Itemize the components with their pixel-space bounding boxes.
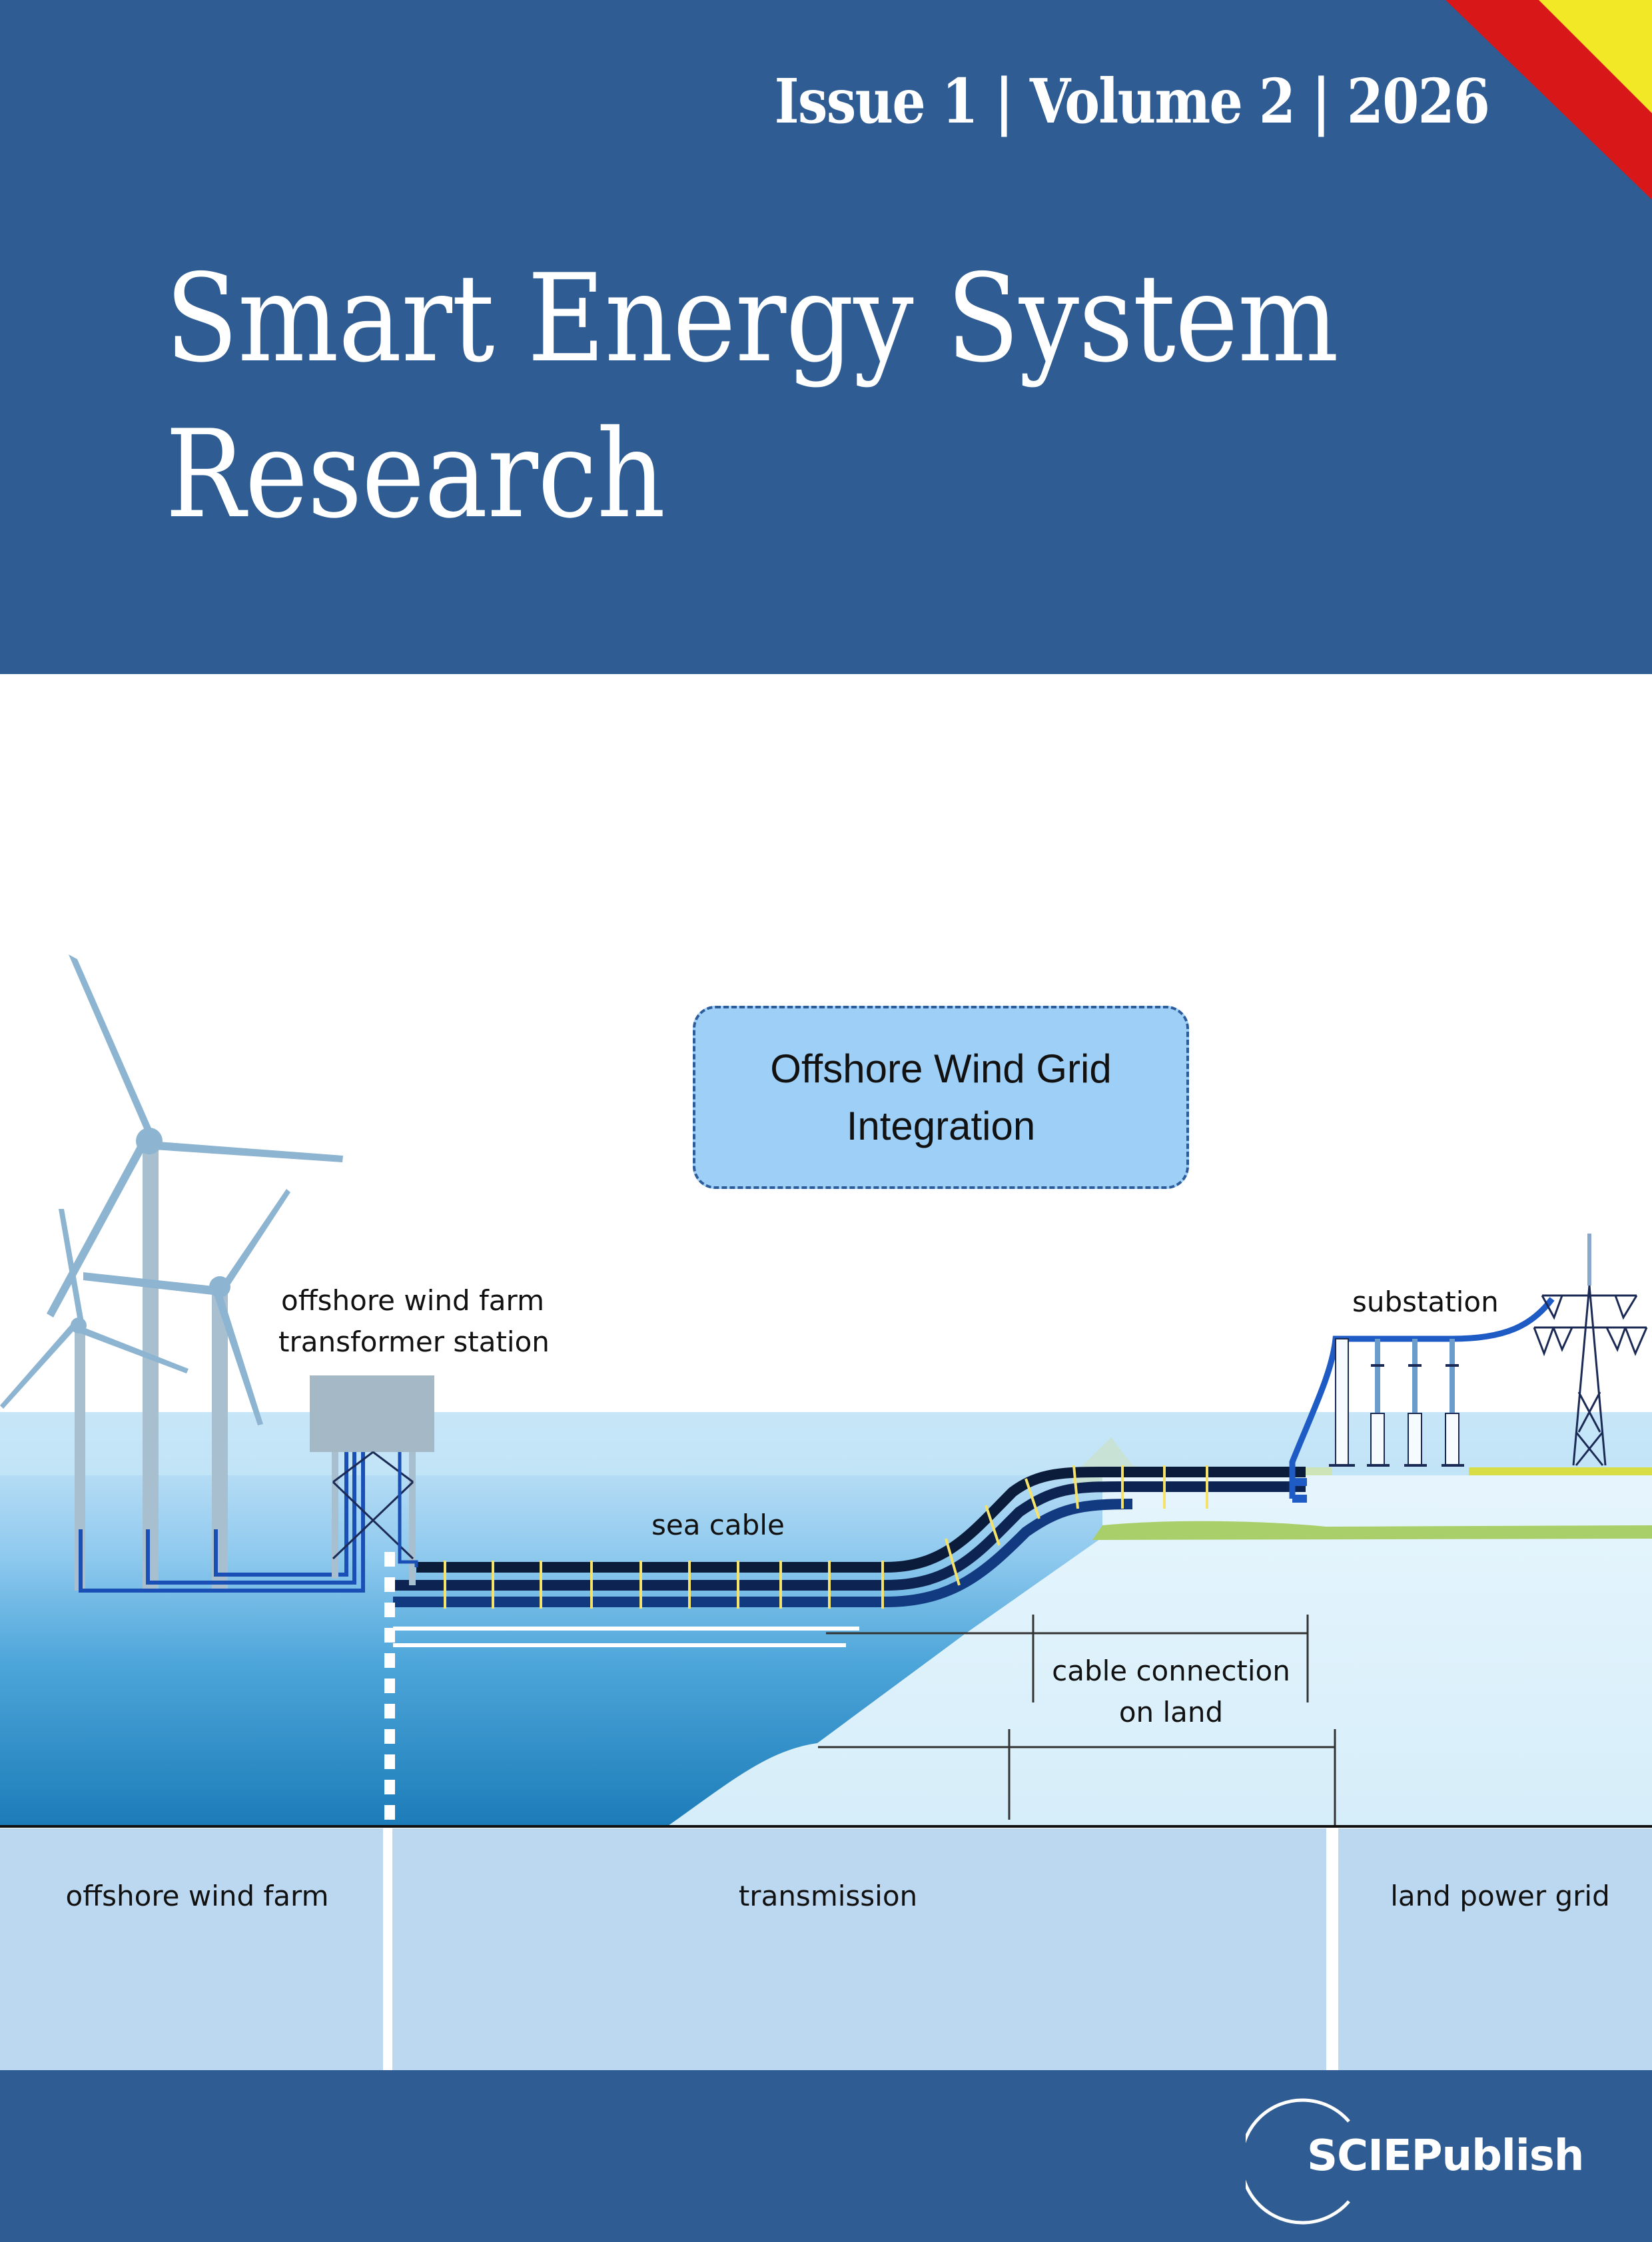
transformer-station-icon (310, 1375, 434, 1585)
illustration-title-box: Offshore Wind Grid Integration (693, 1006, 1189, 1189)
publisher-logo-text: SCIEPublish (1307, 2131, 1584, 2181)
issue-volume-year: Issue 1 | Volume 2 | 2026 (774, 65, 1489, 137)
cover-footer (0, 2070, 1652, 2242)
cover-header: Issue 1 | Volume 2 | 2026 Smart Energy S… (0, 0, 1652, 674)
land-mass (668, 1475, 1652, 1826)
journal-title-line-2: Research (165, 404, 665, 545)
journal-title-line-1: Smart Energy System (165, 248, 1339, 389)
transformer-label-line-2: transformer station (278, 1325, 550, 1358)
transformer-label-line-1: offshore wind farm (281, 1284, 544, 1317)
band-divider (1326, 1828, 1338, 2070)
band-label-offshore-wind-farm: offshore wind farm (65, 1880, 329, 1912)
yellow-stripe (1539, 0, 1652, 113)
cable-connection-label-line-2: on land (1118, 1696, 1224, 1728)
substation-label: substation (1352, 1286, 1499, 1318)
power-pylon-icon (1533, 1234, 1648, 1466)
band-label-transmission: transmission (738, 1880, 918, 1912)
sea-cable-label: sea cable (651, 1509, 785, 1541)
corner-stripes-decoration (1446, 0, 1652, 200)
band-panel (0, 1828, 1652, 2070)
cable-ties (444, 1465, 1208, 1609)
cable-connection-label-line-1: cable connection (1052, 1655, 1290, 1687)
illustration-title-line-2: Integration (846, 1103, 1036, 1148)
seabed-guide-lines (393, 1627, 859, 1647)
band-label-land-power-grid: land power grid (1390, 1880, 1610, 1912)
substation-icon (1289, 1297, 1555, 1503)
illustration-title-line-1: Offshore Wind Grid (770, 1046, 1112, 1091)
land-green-band (1092, 1521, 1652, 1540)
wind-turbine-icon (0, 954, 343, 1591)
publisher-logo-circle-icon (1246, 2098, 1350, 2225)
turbine-cables (79, 1452, 365, 1593)
ground-line (1469, 1467, 1652, 1475)
band-divider (383, 1828, 392, 2070)
dimension-brackets (818, 1615, 1336, 1826)
